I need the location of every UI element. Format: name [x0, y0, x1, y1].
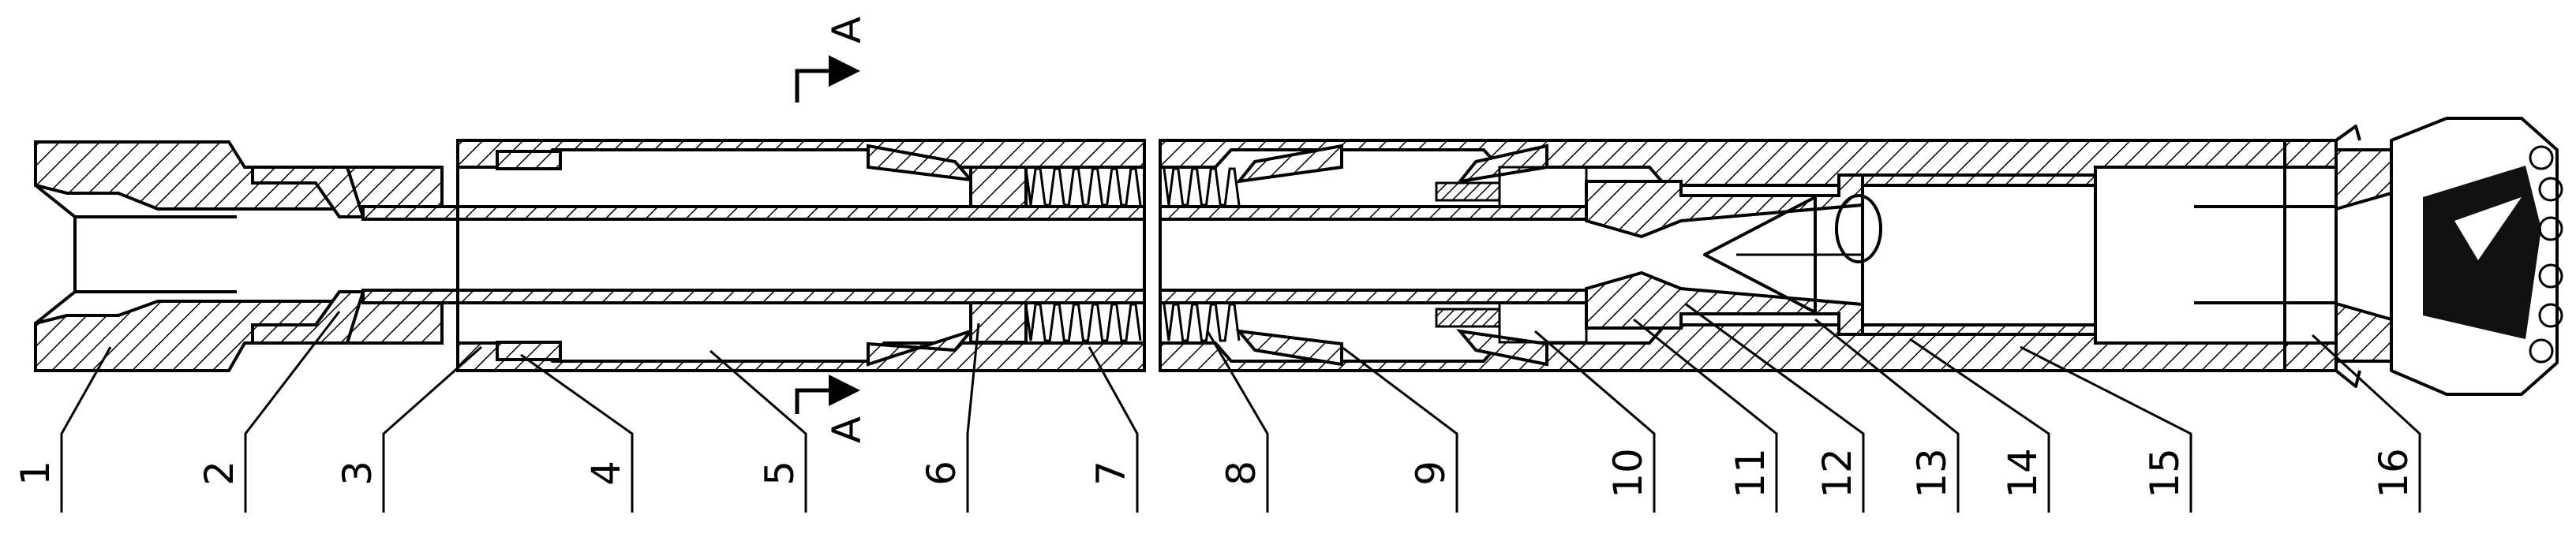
cone-seal-part-6 — [867, 144, 1028, 367]
drill-bit-head — [2390, 117, 2563, 396]
callout-leader — [2020, 345, 2192, 513]
callout-label-1: 1 — [13, 461, 58, 486]
callout-leader — [1534, 330, 1656, 513]
callout-label-12: 12 — [1814, 448, 1860, 498]
check-valve-cage — [1585, 173, 1882, 336]
callout-label-13: 13 — [1909, 448, 1955, 498]
section-label-bottom: A — [824, 416, 870, 443]
section-mark-top: A — [795, 17, 870, 103]
callout-label-11: 11 — [1728, 448, 1773, 498]
callout-leader — [1814, 318, 1960, 513]
callout-leader — [2311, 334, 2421, 513]
section-label-top: A — [824, 17, 870, 43]
spring-part-8 — [1163, 167, 1241, 342]
central-mandrel — [361, 205, 1683, 304]
outer-housing-right — [1159, 139, 2286, 372]
callout-label-8: 8 — [1219, 461, 1264, 486]
callout-leader — [1206, 330, 1269, 513]
callout-label-3: 3 — [335, 461, 380, 486]
callout-label-7: 7 — [1088, 461, 1134, 486]
callout-label-4: 4 — [583, 461, 629, 486]
callout-leader — [244, 311, 341, 513]
callout-leader — [1909, 338, 2050, 513]
callout-leader — [520, 353, 634, 513]
callout-leader — [1088, 346, 1139, 513]
callout-label-9: 9 — [1408, 461, 1454, 486]
callout-leader — [710, 349, 807, 513]
spring-part-7 — [1024, 167, 1142, 342]
callout-leader — [60, 346, 112, 513]
outer-housing-left — [456, 139, 1146, 372]
piston-seal-part-10 — [1435, 166, 1588, 344]
retaining-ring-part-4 — [496, 150, 562, 361]
nozzle-insert-part-2 — [251, 166, 365, 345]
callout-label-6: 6 — [919, 461, 964, 486]
callout-leader — [382, 345, 482, 513]
bore-sleeve-part-15 — [1861, 173, 2097, 336]
callout-leader — [1341, 345, 1458, 513]
callout-leader — [966, 323, 980, 513]
callout-label-15: 15 — [2142, 448, 2188, 498]
top-sub-part-1 — [34, 140, 444, 372]
callout-label-2: 2 — [197, 461, 242, 486]
callout-label-16: 16 — [2371, 448, 2417, 498]
callout-label-10: 10 — [1605, 448, 1651, 498]
callout-label-14: 14 — [2000, 448, 2046, 498]
callout-leader — [1633, 318, 1778, 513]
section-mark-bottom: A — [795, 375, 870, 443]
callout-leader — [1684, 302, 1865, 513]
callout-label-5: 5 — [757, 461, 803, 486]
